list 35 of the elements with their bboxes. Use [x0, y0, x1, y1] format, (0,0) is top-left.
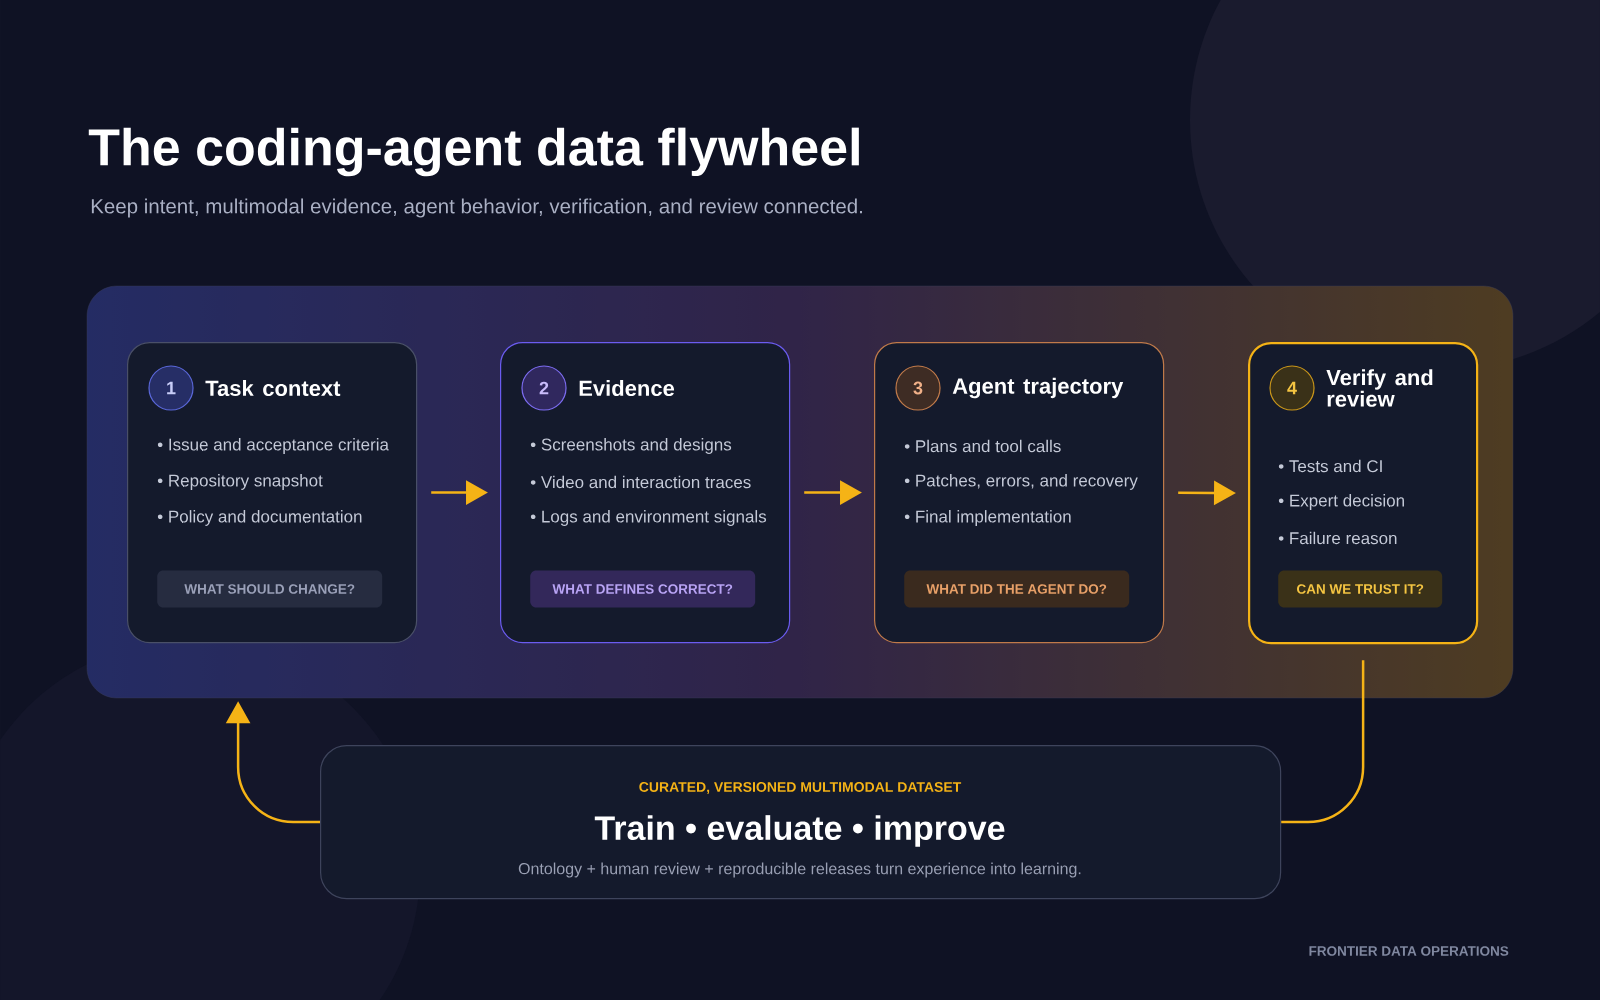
card-title: Agent trajectory: [952, 377, 1124, 399]
step-number-badge: 3: [895, 365, 941, 411]
bullet-item: • Plans and tool calls: [904, 439, 1061, 453]
question-tag: WHAT DEFINES CORRECT?: [530, 570, 756, 608]
bullet-item: • Final implementation: [904, 510, 1071, 526]
step-number-badge: 1: [148, 365, 194, 411]
card: [500, 342, 791, 644]
footer-text: FRONTIER DATA OPERATIONS: [1309, 946, 1509, 956]
card-title: Task context: [205, 379, 341, 397]
bullet-item: • Logs and environment signals: [530, 510, 767, 526]
bullet-item: • Patches, errors, and recovery: [904, 474, 1138, 490]
card: [1248, 342, 1479, 645]
card-title: Verify and review: [1326, 369, 1433, 407]
step-number-badge: 4: [1269, 365, 1315, 411]
question-tag: CAN WE TRUST IT?: [1278, 570, 1443, 608]
question-tag: WHAT DID THE AGENT DO?: [904, 570, 1130, 608]
bullet-item: • Expert decision: [1278, 494, 1404, 510]
bullet-item: • Failure reason: [1278, 531, 1397, 545]
card: [127, 342, 418, 644]
title: The coding-agent data flywheel: [88, 127, 859, 177]
kicker-text: CURATED, VERSIONED MULTIMODAL DATASET: [639, 782, 962, 794]
bullet-item: • Video and interaction traces: [530, 475, 751, 489]
subtitle: Keep intent, multimodal evidence, agent behavior, verification, and review connected.: [91, 198, 862, 218]
bullet-item: • Issue and acceptance criteria: [157, 438, 389, 454]
question-tag: WHAT SHOULD CHANGE?: [157, 570, 383, 608]
bullet-item: • Policy and documentation: [157, 510, 362, 526]
box-heading: Train • evaluate • improve: [594, 815, 1005, 847]
box-description: Ontology + human review + reproducible releases turn experience into learning.: [518, 862, 1081, 878]
bullet-item: • Repository snapshot: [157, 474, 323, 490]
step-number-badge: 2: [521, 365, 567, 411]
card: [874, 342, 1165, 644]
dataset-box: [320, 745, 1282, 900]
bullet-item: • Tests and CI: [1278, 459, 1382, 473]
card-title: Evidence: [579, 379, 675, 397]
bullet-item: • Screenshots and designs: [530, 438, 732, 454]
